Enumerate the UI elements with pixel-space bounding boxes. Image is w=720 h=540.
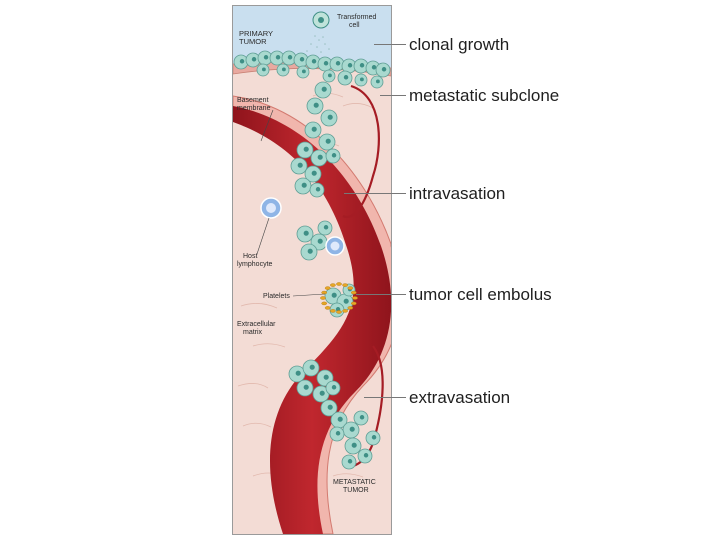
platelet	[321, 290, 328, 295]
transformed-cell	[312, 11, 330, 29]
host-lymphocyte-label: Host lymphocyte	[237, 253, 273, 268]
callout-intravasation: intravasation	[409, 184, 506, 203]
circulating-tumor-cell	[300, 243, 318, 261]
leader-intravasation	[344, 193, 406, 194]
platelet	[336, 282, 342, 286]
subclone-cell	[318, 133, 336, 151]
extravasating-cell	[302, 359, 320, 377]
subclone-cell	[296, 141, 314, 159]
circulating-tumor-cell	[296, 225, 314, 243]
primary-tumor-cell	[341, 58, 357, 74]
leader-extravasation	[364, 397, 406, 398]
callout-metastatic-subclone: metastatic subclone	[409, 86, 560, 105]
transformed-cell-label: Transformed cell	[337, 14, 378, 29]
metastasis-diagram: Transformed cell PRIMARY TUMOR Basement …	[232, 5, 392, 535]
platelet	[350, 290, 357, 295]
platelet	[321, 301, 328, 306]
extravasating-cell	[357, 448, 373, 464]
leader-metastatic-subclone	[380, 95, 406, 96]
platelets-cluster	[320, 282, 358, 314]
platelet	[342, 283, 348, 287]
platelet	[350, 301, 357, 306]
subclone-cell	[304, 121, 322, 139]
lymphocyte	[260, 197, 282, 219]
primary-tumor-cell	[322, 69, 336, 83]
platelet	[347, 306, 354, 310]
extravasating-cell	[330, 411, 348, 429]
callout-clonal-growth: clonal growth	[409, 35, 510, 54]
metastatic-tumor-label: METASTATIC TUMOR	[333, 479, 378, 494]
callout-tumor-cell-embolus: tumor cell embolus	[409, 285, 552, 304]
extravasating-cell	[341, 454, 357, 470]
platelet	[352, 296, 358, 300]
extravasating-cell	[353, 410, 369, 426]
platelet	[324, 286, 331, 290]
platelet	[336, 310, 342, 314]
tumor-cells	[233, 50, 391, 470]
subclone-cell	[320, 109, 338, 127]
extravasating-cell	[342, 421, 360, 439]
primary-tumor-label: PRIMARY TUMOR	[239, 29, 275, 46]
vessel-lumen	[233, 106, 391, 534]
platelet	[320, 296, 326, 300]
lymphocyte	[325, 236, 345, 256]
primary-tumor-cell	[375, 62, 391, 78]
primary-tumor-cell	[233, 54, 249, 70]
basement-membrane-label: Basement membrane	[237, 97, 271, 112]
primary-tumor-cell	[256, 63, 270, 77]
subclone-cell	[310, 149, 328, 167]
diagram-canvas: Transformed cell PRIMARY TUMOR Basement …	[233, 6, 391, 534]
callout-extravasation: extravasation	[409, 388, 511, 407]
subclone-cell	[304, 165, 322, 183]
extracellular-matrix-label: Extracellular matrix	[237, 321, 277, 336]
platelet	[330, 283, 336, 287]
platelet	[342, 309, 348, 313]
subclone-cell	[290, 157, 308, 175]
subclone-cell	[294, 177, 312, 195]
extravasating-cell	[320, 399, 338, 417]
primary-tumor-cell	[317, 56, 333, 72]
subclone-cell	[306, 97, 324, 115]
panel-leaders	[256, 109, 326, 297]
circulating-tumor-cell	[317, 220, 333, 236]
extravasating-cell	[365, 430, 381, 446]
primary-tumor-cell	[354, 73, 368, 87]
primary-tumor-cell	[276, 63, 290, 77]
platelet	[347, 286, 354, 290]
leader-clonal-growth	[374, 44, 406, 45]
subclone-cell	[314, 81, 332, 99]
leader-tumor-cell-embolus	[356, 294, 406, 295]
extravasating-cell	[329, 426, 345, 442]
extravasating-cell	[344, 437, 362, 455]
extravasating-cell	[288, 365, 306, 383]
platelet	[324, 306, 331, 310]
subclone-cell	[309, 182, 325, 198]
primary-tumor-cell	[296, 65, 310, 79]
platelet	[330, 309, 336, 313]
subclone-cell	[325, 148, 341, 164]
primary-tumor-cell	[337, 70, 353, 86]
extravasating-cell	[325, 380, 341, 396]
extravasating-cell	[296, 379, 314, 397]
primary-tumor-cell	[370, 75, 384, 89]
capillary-upper	[342, 84, 380, 219]
transformed-cell-spray	[306, 35, 330, 53]
platelets-label: Platelets	[263, 293, 290, 300]
